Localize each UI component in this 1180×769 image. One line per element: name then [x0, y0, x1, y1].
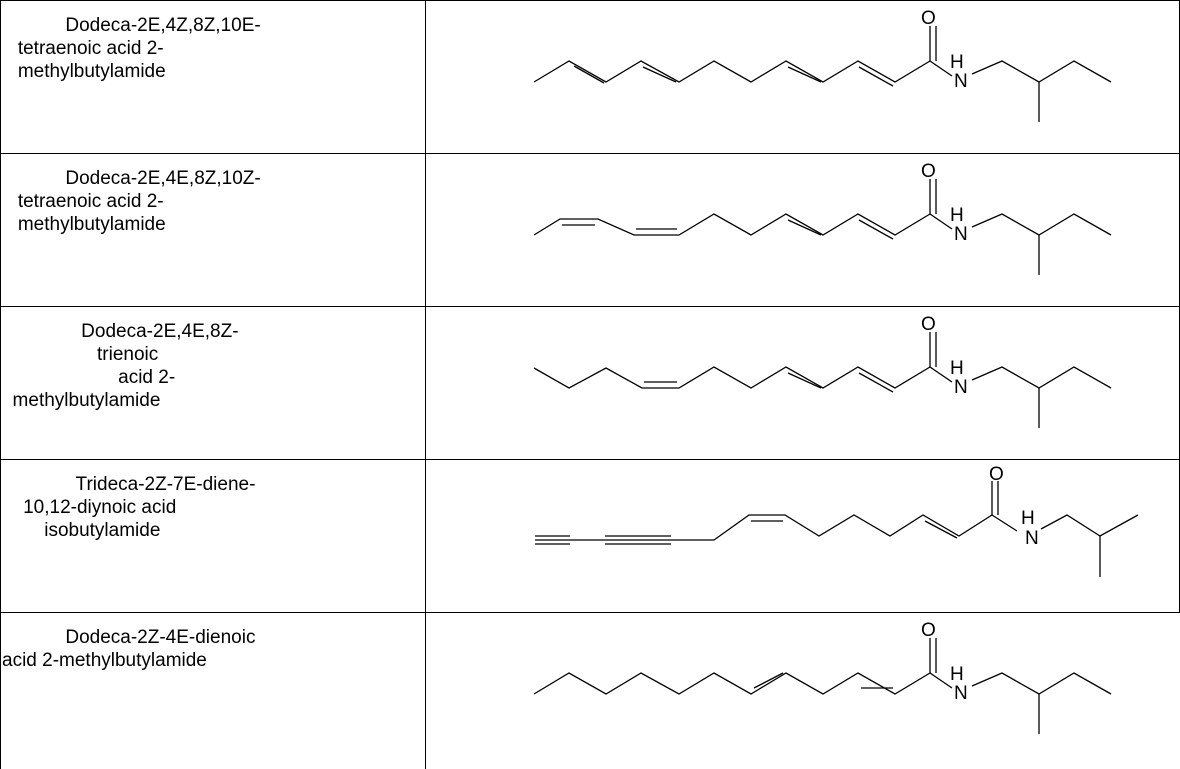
name-line: acid 2- — [2, 367, 176, 388]
compound-name: Dodeca-2E,4Z,8Z,10E- tetraenoic acid 2- … — [2, 14, 422, 83]
hydrogen-label: H — [950, 358, 964, 379]
name-line: Dodeca-2E,4E,8Z- — [2, 321, 239, 342]
hydrogen-label: H — [950, 52, 964, 73]
name-line: 10,12-diynoic acid — [2, 497, 177, 518]
structure-drawing: O H N — [535, 464, 1139, 577]
hydrogen-label: H — [950, 205, 964, 226]
name-line: methylbutylamide — [2, 214, 166, 235]
oxygen-label: O — [921, 620, 936, 641]
name-line: methylbutylamide — [2, 390, 161, 411]
compound-name: Dodeca-2Z-4E-dienoic acid 2-methylbutyla… — [2, 626, 422, 672]
structure-drawing: O H N — [533, 8, 1112, 122]
column-divider — [425, 0, 426, 769]
compound-name: Trideca-2Z-7E-diene- 10,12-diynoic acid … — [2, 473, 422, 542]
oxygen-label: O — [921, 8, 936, 29]
hydrogen-label: H — [1021, 508, 1035, 529]
row-divider — [0, 612, 1180, 613]
row-divider — [0, 459, 1180, 460]
table-border-top — [0, 0, 1180, 1]
nitrogen-label: N — [954, 683, 968, 704]
hydrogen-label: H — [950, 664, 964, 685]
nitrogen-label: N — [954, 377, 968, 398]
row-divider — [0, 306, 1180, 307]
name-line: Dodeca-2Z-4E-dienoic — [2, 627, 256, 648]
compound-row: Trideca-2Z-7E-diene- 10,12-diynoic acid … — [0, 459, 1180, 612]
name-line: acid 2-methylbutylamide — [2, 650, 207, 671]
name-line: methylbutylamide — [2, 61, 166, 82]
nitrogen-label: N — [1025, 528, 1039, 549]
name-line: Trideca-2Z-7E-diene- — [2, 474, 256, 495]
nitrogen-label: N — [954, 71, 968, 92]
oxygen-label: O — [989, 464, 1004, 485]
name-line: isobutylamide — [2, 520, 161, 541]
compound-row: Dodeca-2Z-4E-dienoic acid 2-methylbutyla… — [0, 612, 1180, 769]
name-line: tetraenoic acid 2- — [2, 38, 164, 59]
compound-row: Dodeca-2E,4E,8Z- trienoic acid 2- methyl… — [0, 306, 1180, 459]
compound-row: Dodeca-2E,4E,8Z,10Z- tetraenoic acid 2- … — [0, 153, 1180, 306]
structure-drawing: O H N — [533, 161, 1112, 275]
name-line: trienoic — [2, 344, 159, 365]
oxygen-label: O — [921, 314, 936, 335]
row-divider — [0, 153, 1180, 154]
name-line: Dodeca-2E,4E,8Z,10Z- — [2, 168, 261, 189]
compound-name: Dodeca-2E,4E,8Z,10Z- tetraenoic acid 2- … — [2, 167, 422, 236]
structure-drawing: O H N — [533, 620, 1112, 734]
structure-drawing: O H N — [533, 314, 1112, 428]
compound-row: Dodeca-2E,4Z,8Z,10E- tetraenoic acid 2- … — [0, 0, 1180, 153]
nitrogen-label: N — [954, 224, 968, 245]
table-border-left — [0, 0, 1, 769]
compound-name: Dodeca-2E,4E,8Z- trienoic acid 2- methyl… — [2, 320, 422, 412]
oxygen-label: O — [921, 161, 936, 182]
name-line: Dodeca-2E,4Z,8Z,10E- — [2, 15, 261, 36]
name-line: tetraenoic acid 2- — [2, 191, 164, 212]
